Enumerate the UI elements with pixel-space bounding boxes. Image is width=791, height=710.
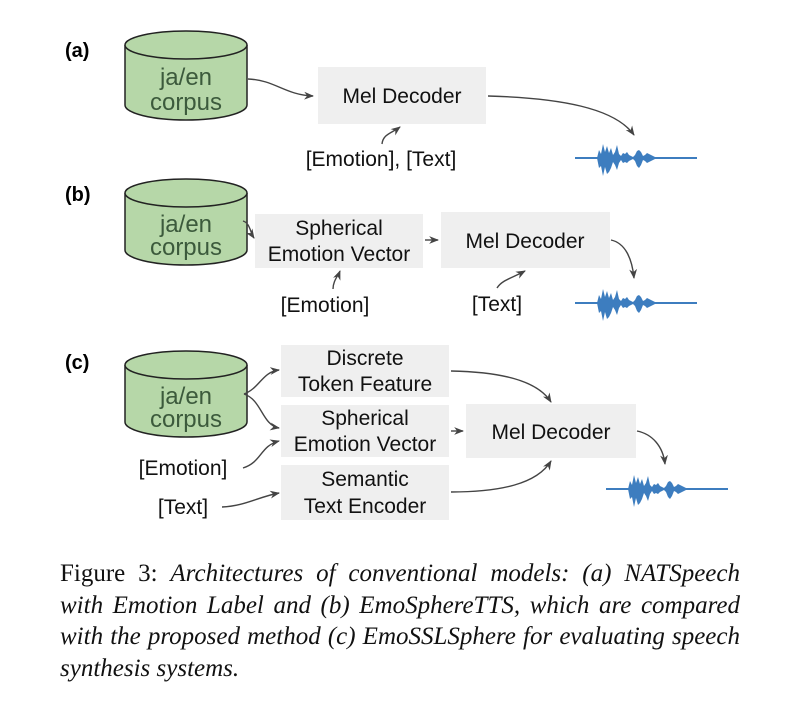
arrow-emotion-to-sev-b	[332, 270, 341, 290]
sev-label-line1-c: Spherical	[321, 407, 409, 430]
input-text-b: [Text]	[472, 293, 522, 316]
dtf-label-line2: Token Feature	[298, 373, 432, 396]
panel-a: (a) ja/en corpus Mel Decoder [Emotion], …	[65, 30, 698, 177]
corpus-label-line2: corpus	[150, 406, 222, 433]
waveform-icon-b	[574, 288, 698, 322]
mel-decoder-label-b: Mel Decoder	[465, 230, 584, 253]
input-emotion-b: [Emotion]	[281, 294, 370, 317]
mel-decoder-label-c: Mel Decoder	[491, 421, 610, 444]
input-emotion-text-a: [Emotion], [Text]	[306, 148, 457, 171]
panel-label-b: (b)	[65, 184, 91, 206]
corpus-cylinder-b: ja/en corpus	[124, 178, 248, 266]
sev-label-line2-b: Emotion Vector	[268, 243, 410, 266]
arrow-text-to-mel-b	[496, 270, 526, 289]
sev-label-line2-c: Emotion Vector	[294, 433, 436, 456]
arrow-corpus-to-sev-b	[242, 220, 255, 239]
arrow-corpus-to-mel-a	[247, 78, 314, 100]
mel-decoder-box-c	[466, 404, 636, 458]
corpus-cylinder-c: ja/en corpus	[124, 350, 248, 438]
panel-label-a: (a)	[65, 40, 89, 62]
figure-caption: Figure 3: Architectures of conventional …	[60, 558, 740, 684]
ste-label-line2: Text Encoder	[304, 495, 427, 518]
caption-body: Architectures of conventional models: (a…	[60, 560, 740, 682]
panel-b: (b) ja/en corpus Spherical Emotion Vecto…	[65, 178, 698, 322]
corpus-label-line1: ja/en	[159, 383, 212, 410]
arrow-corpus-to-dtf	[243, 367, 280, 395]
panel-label-c: (c)	[65, 352, 89, 374]
spherical-emotion-vector-box-b	[255, 214, 423, 268]
arrow-dtf-to-mel	[450, 370, 552, 403]
waveform-icon-a	[574, 143, 698, 177]
corpus-label-line2: corpus	[150, 89, 222, 116]
arrow-mel-to-wave-a	[487, 95, 635, 136]
ste-label-line1: Semantic	[321, 468, 409, 491]
mel-decoder-label-a: Mel Decoder	[342, 85, 461, 108]
corpus-label-line2: corpus	[150, 234, 222, 261]
spherical-emotion-vector-box-c	[281, 405, 449, 457]
corpus-cylinder-a: ja/en corpus	[124, 30, 248, 121]
corpus-label-line1: ja/en	[159, 64, 212, 91]
corpus-label-line1: ja/en	[159, 211, 212, 238]
arrow-input-to-mel-a	[381, 126, 401, 145]
waveform-icon-c	[605, 474, 729, 508]
panel-c: (c) ja/en corpus Discrete Token Feature …	[65, 345, 729, 520]
semantic-text-encoder-box	[281, 465, 449, 520]
mel-decoder-box-a	[318, 67, 486, 124]
architecture-diagram: (a) ja/en corpus Mel Decoder [Emotion], …	[65, 30, 729, 520]
discrete-token-feature-box	[281, 345, 449, 397]
input-text-c: [Text]	[158, 496, 208, 519]
arrow-ste-to-mel	[450, 460, 552, 493]
arrow-text-to-ste	[221, 490, 280, 508]
caption-prefix: Figure 3:	[60, 560, 171, 587]
arrow-corpus-to-sev-c	[243, 393, 280, 431]
arrow-mel-to-wave-b	[610, 239, 638, 279]
sev-label-line1-b: Spherical	[295, 217, 383, 240]
arrow-mel-to-wave-c	[636, 430, 668, 465]
mel-decoder-box-b	[441, 212, 610, 268]
arrow-emotion-to-sev-c	[242, 439, 280, 469]
input-emotion-c: [Emotion]	[139, 457, 228, 480]
dtf-label-line1: Discrete	[326, 347, 403, 370]
